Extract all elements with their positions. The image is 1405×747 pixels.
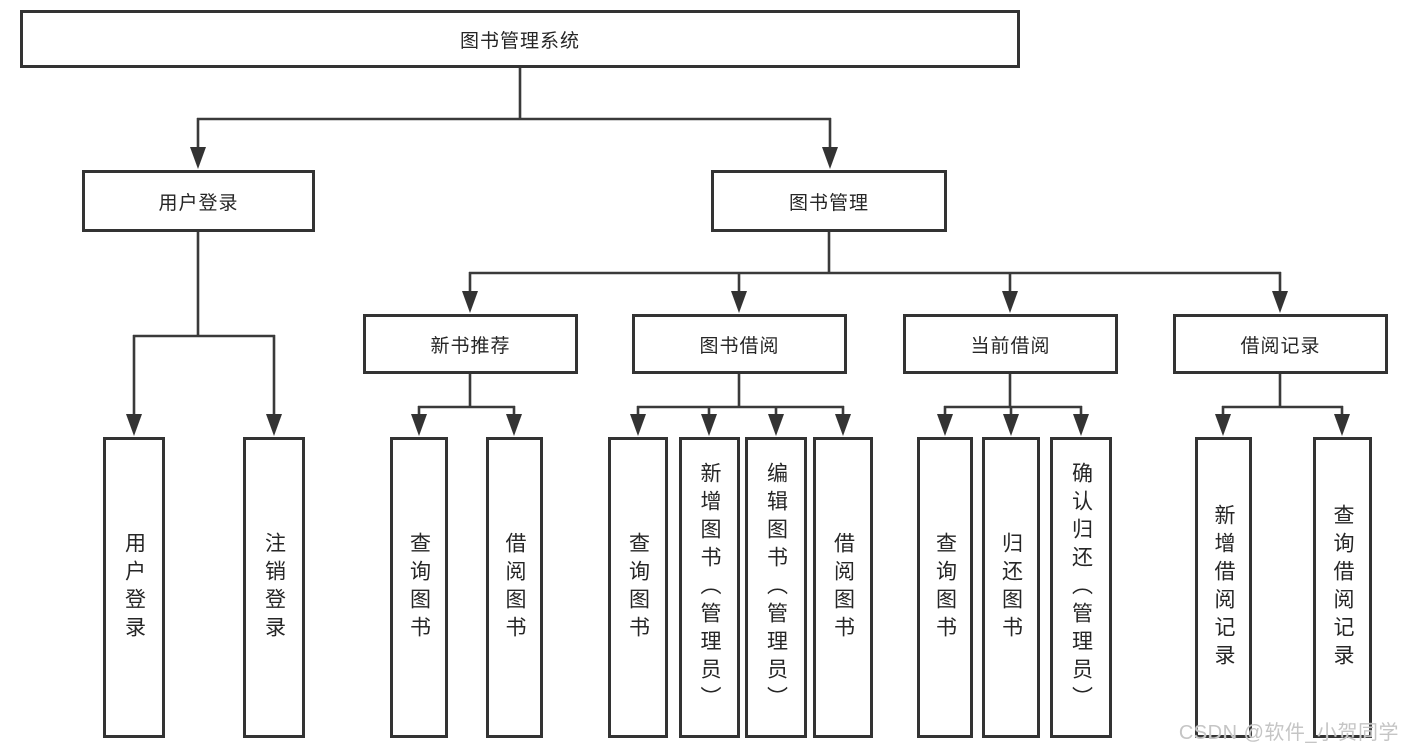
leaf-logout-label: 注销登录 [262,531,286,644]
node-book-management: 图书管理 [711,170,947,232]
leaf-add-books-admin: 新增图书（管理员） [679,437,740,738]
leaf-add-borrow-record: 新增借阅记录 [1195,437,1252,738]
node-root-label: 图书管理系统 [459,30,580,52]
connector-current-borrow-to-leaves [937,374,1089,436]
leaf-confirm-return-admin-label: 确认归还（管理员） [1069,461,1093,714]
connector-borrow-records-to-leaves [1215,374,1350,436]
leaf-query-books-current-label: 查询图书 [933,531,957,644]
leaf-add-borrow-record-label: 新增借阅记录 [1212,503,1235,672]
leaf-borrow-books-recommend: 借阅图书 [486,437,543,738]
node-new-book-recommend: 新书推荐 [363,314,578,374]
node-book-management-label: 图书管理 [788,192,869,214]
leaf-query-books-recommend: 查询图书 [390,437,448,738]
leaf-borrow-books: 借阅图书 [813,437,873,738]
connector-root-to-level2 [190,68,838,169]
node-borrow-records: 借阅记录 [1173,314,1388,374]
node-current-borrow: 当前借阅 [903,314,1118,374]
leaf-query-books-recommend-label: 查询图书 [407,531,431,644]
leaf-edit-books-admin-label: 编辑图书（管理员） [764,461,788,714]
csdn-watermark: CSDN @软件_小贺同学 [1178,722,1399,744]
leaf-logout: 注销登录 [243,437,305,738]
leaf-confirm-return-admin: 确认归还（管理员） [1050,437,1112,738]
leaf-query-books-borrow: 查询图书 [608,437,668,738]
node-user-login-label: 用户登录 [158,192,239,214]
leaf-borrow-books-label: 借阅图书 [831,531,855,644]
connector-new-book-to-leaves [411,374,522,436]
node-current-borrow-label: 当前借阅 [970,335,1051,357]
leaf-borrow-books-recommend-label: 借阅图书 [503,531,526,644]
node-new-book-recommend-label: 新书推荐 [430,335,511,357]
leaf-query-books-current: 查询图书 [917,437,973,738]
leaf-user-login-label: 用户登录 [122,531,146,644]
connector-book-management-to-level3 [462,232,1288,313]
leaf-query-borrow-record-label: 查询借阅记录 [1331,503,1354,672]
node-user-login: 用户登录 [82,170,315,232]
connector-user-login-to-leaves [126,232,282,436]
node-book-borrow-label: 图书借阅 [699,335,780,357]
leaf-query-books-borrow-label: 查询图书 [626,531,650,644]
node-borrow-records-label: 借阅记录 [1240,335,1321,357]
leaf-return-books: 归还图书 [982,437,1040,738]
leaf-edit-books-admin: 编辑图书（管理员） [745,437,807,738]
node-book-borrow: 图书借阅 [632,314,847,374]
leaf-add-books-admin-label: 新增图书（管理员） [698,461,721,714]
leaf-user-login: 用户登录 [103,437,165,738]
connector-book-borrow-to-leaves [630,374,851,436]
node-root: 图书管理系统 [20,10,1020,68]
leaf-query-borrow-record: 查询借阅记录 [1313,437,1372,738]
leaf-return-books-label: 归还图书 [999,531,1023,644]
